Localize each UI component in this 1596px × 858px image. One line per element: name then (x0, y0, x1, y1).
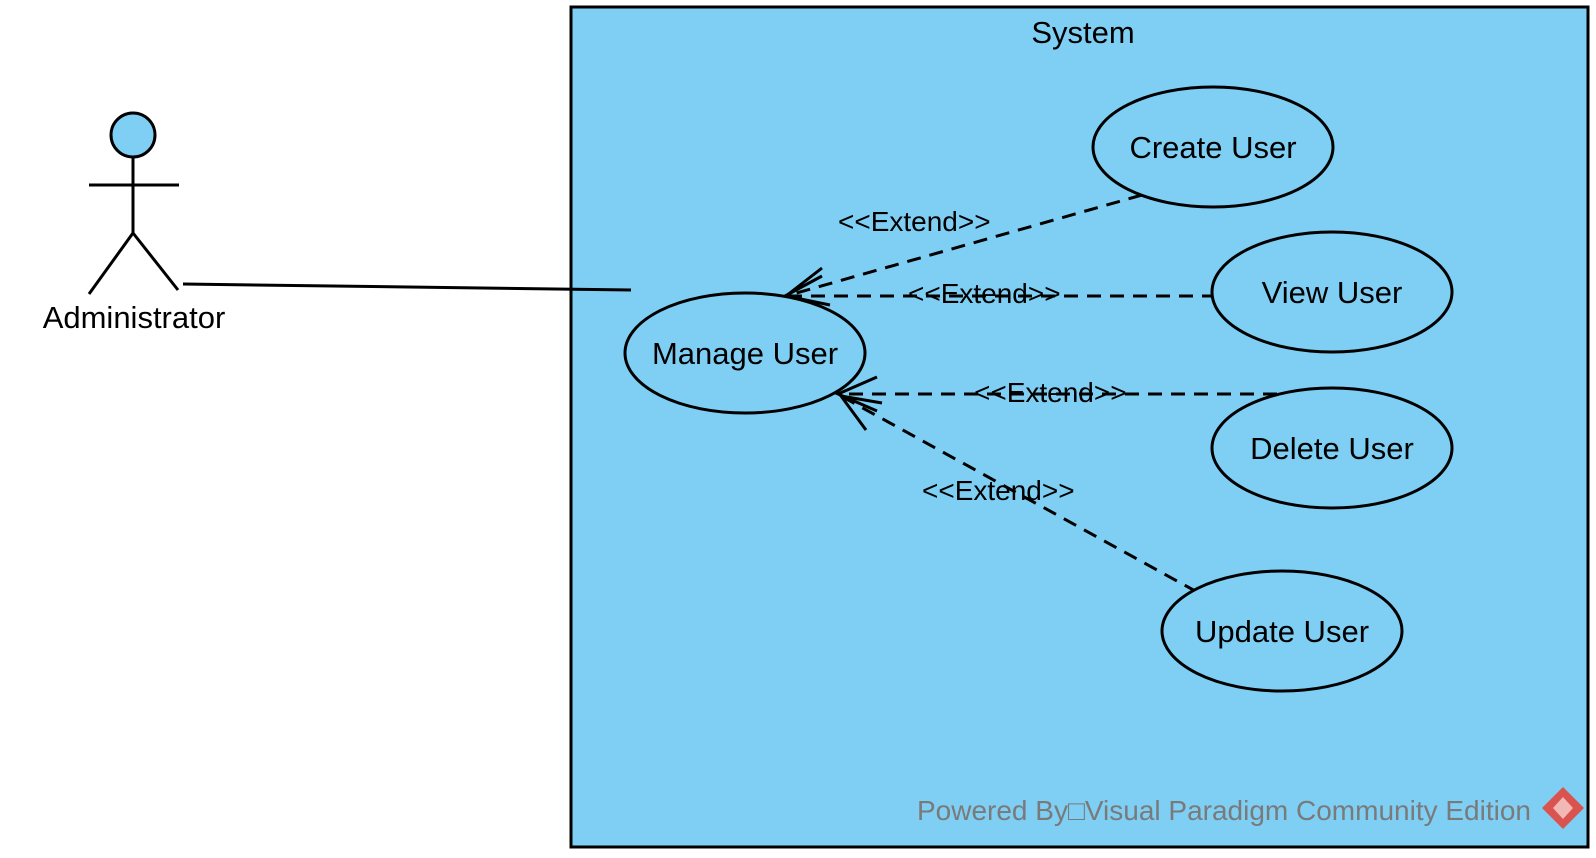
actor-head (109, 111, 157, 159)
use-case-create-user[interactable]: Create User (1091, 85, 1335, 209)
extend-update-relation[interactable] (837, 393, 1198, 594)
extend-delete-label: <<Extend>> (974, 377, 1127, 408)
extend-view-label: <<Extend>> (908, 278, 1061, 309)
extend-update-arrowhead (837, 393, 883, 431)
system-title: System (1031, 15, 1134, 50)
extend-update-label: <<Extend>> (922, 475, 1075, 506)
use-case-delete-user-label: Delete User (1250, 431, 1414, 466)
actor-left-leg (87, 232, 135, 295)
use-case-create-user-label: Create User (1129, 130, 1296, 165)
use-case-view-user[interactable]: View User (1210, 230, 1454, 354)
visual-paradigm-logo-icon (1542, 787, 1584, 829)
use-case-delete-user[interactable]: Delete User (1210, 386, 1454, 510)
powered-by-text: Powered By□Visual Paradigm Community Edi… (917, 795, 1531, 826)
actor-right-leg (131, 232, 180, 291)
association-line[interactable] (182, 282, 632, 292)
use-case-update-user-label: Update User (1195, 614, 1369, 649)
use-case-manage-user[interactable]: Manage User (623, 291, 867, 415)
extend-create-label: <<Extend>> (838, 206, 991, 237)
use-case-view-user-label: View User (1262, 275, 1403, 310)
use-case-manage-user-label: Manage User (652, 336, 838, 371)
actor-administrator[interactable] (87, 111, 180, 295)
use-case-update-user[interactable]: Update User (1160, 569, 1404, 693)
actor-label: Administrator (43, 300, 226, 335)
